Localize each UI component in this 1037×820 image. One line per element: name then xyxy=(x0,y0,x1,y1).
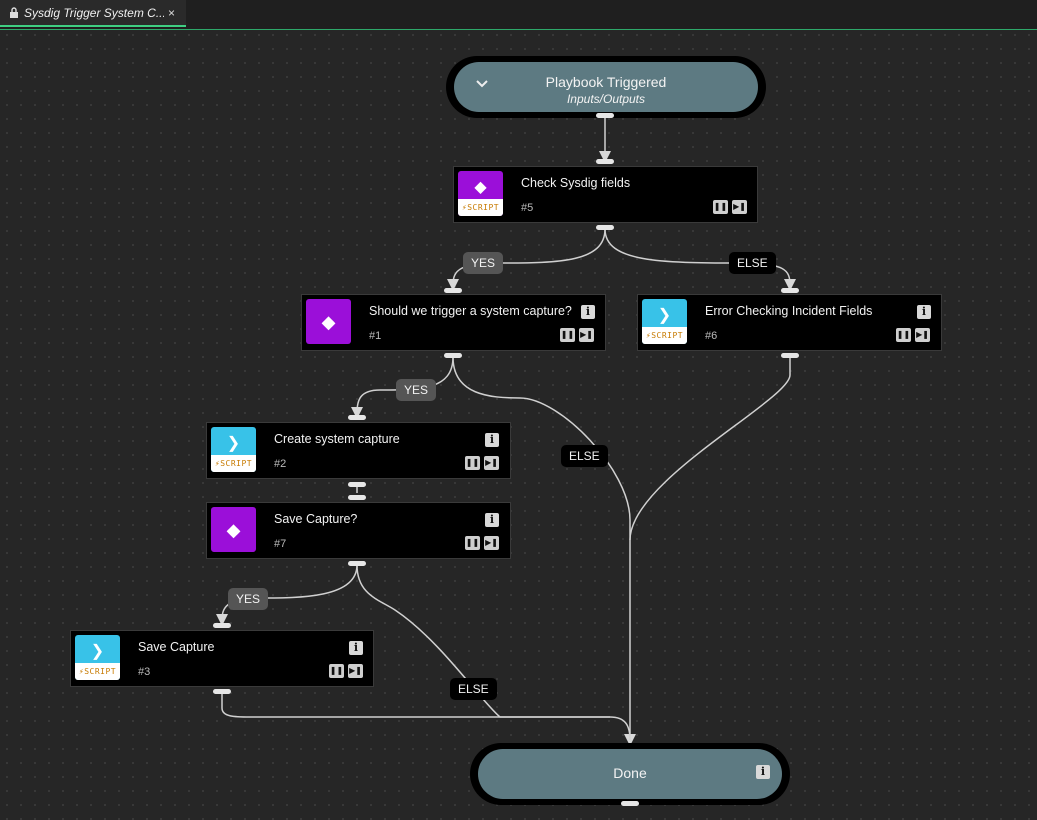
start-title: Playbook Triggered xyxy=(545,74,667,90)
edge-label-else[interactable]: ELSE xyxy=(450,678,497,700)
playbook-triggered-node[interactable]: Playbook Triggered Inputs/Outputs xyxy=(446,56,766,118)
port[interactable] xyxy=(781,353,799,358)
diamond-icon: ◆ xyxy=(474,179,487,196)
skip-icon[interactable]: ▶❚ xyxy=(915,328,930,342)
task-title: Save Capture? xyxy=(274,512,358,526)
tab-title: Sysdig Trigger System C... xyxy=(24,5,164,20)
port[interactable] xyxy=(444,288,462,293)
task-create-system-capture[interactable]: ❯ ⚡SCRIPT Create system capture #2 i ❚❚ … xyxy=(206,422,511,479)
task-number: #2 xyxy=(274,458,287,470)
edge-7-else xyxy=(356,564,631,741)
port[interactable] xyxy=(348,495,366,500)
task-number: #6 xyxy=(705,330,718,342)
task-title: Save Capture xyxy=(138,640,215,654)
script-icon: ⚡SCRIPT xyxy=(75,663,120,680)
pause-icon[interactable]: ❚❚ xyxy=(465,536,480,550)
condition-script-icon: ◆ ⚡SCRIPT xyxy=(458,171,503,216)
info-icon[interactable]: i xyxy=(917,305,931,319)
automation-script-icon: ❯ ⚡SCRIPT xyxy=(211,427,256,472)
tab-bar: Sysdig Trigger System C... × xyxy=(0,0,1037,30)
condition-icon: ◆ xyxy=(211,507,256,552)
skip-icon[interactable]: ▶❚ xyxy=(579,328,594,342)
port[interactable] xyxy=(348,561,366,566)
script-icon: ⚡SCRIPT xyxy=(211,455,256,472)
edge-6-to-done xyxy=(629,357,791,541)
diamond-icon: ◆ xyxy=(321,312,336,332)
close-icon[interactable]: × xyxy=(168,6,176,20)
skip-icon[interactable]: ▶❚ xyxy=(484,536,499,550)
skip-icon[interactable]: ▶❚ xyxy=(732,200,747,214)
task-save-capture-condition[interactable]: ◆ Save Capture? #7 i ❚❚ ▶❚ xyxy=(206,502,511,559)
pause-icon[interactable]: ❚❚ xyxy=(329,664,344,678)
port[interactable] xyxy=(596,225,614,230)
port[interactable] xyxy=(596,113,614,118)
diamond-icon: ◆ xyxy=(226,520,241,540)
chevron-right-icon: ❯ xyxy=(90,643,105,660)
condition-icon: ◆ xyxy=(306,299,351,344)
pause-icon[interactable]: ❚❚ xyxy=(465,456,480,470)
port[interactable] xyxy=(596,159,614,164)
pause-icon[interactable]: ❚❚ xyxy=(713,200,728,214)
edge-label-else[interactable]: ELSE xyxy=(561,445,608,467)
edge-label-else[interactable]: ELSE xyxy=(729,252,776,274)
edge-3-to-done xyxy=(221,692,610,718)
info-icon[interactable]: i xyxy=(349,641,363,655)
skip-icon[interactable]: ▶❚ xyxy=(484,456,499,470)
port[interactable] xyxy=(348,415,366,420)
done-node[interactable]: Done i xyxy=(470,743,790,805)
info-icon[interactable]: i xyxy=(485,433,499,447)
playbook-tab[interactable]: Sysdig Trigger System C... × xyxy=(0,0,186,27)
task-error-checking-fields[interactable]: ❯ ⚡SCRIPT Error Checking Incident Fields… xyxy=(637,294,942,351)
task-title: Check Sysdig fields xyxy=(521,176,631,190)
end-title: Done xyxy=(613,765,647,781)
automation-script-icon: ❯ ⚡SCRIPT xyxy=(75,635,120,680)
lock-icon xyxy=(8,7,20,19)
port[interactable] xyxy=(213,623,231,628)
info-icon[interactable]: i xyxy=(485,513,499,527)
port[interactable] xyxy=(348,482,366,487)
automation-script-icon: ❯ ⚡SCRIPT xyxy=(642,299,687,344)
edge-label-yes[interactable]: YES xyxy=(396,379,437,401)
port[interactable] xyxy=(444,353,462,358)
pause-icon[interactable]: ❚❚ xyxy=(896,328,911,342)
task-title: Create system capture xyxy=(274,432,400,446)
skip-icon[interactable]: ▶❚ xyxy=(348,664,363,678)
port[interactable] xyxy=(213,689,231,694)
task-number: #5 xyxy=(521,202,534,214)
edge-label-yes[interactable]: YES xyxy=(228,588,269,610)
task-check-sysdig-fields[interactable]: ◆ ⚡SCRIPT Check Sysdig fields #5 ❚❚ ▶❚ xyxy=(453,166,758,223)
task-should-trigger-capture[interactable]: ◆ Should we trigger a system capture? #1… xyxy=(301,294,606,351)
chevron-right-icon: ❯ xyxy=(226,435,241,452)
port[interactable] xyxy=(621,801,639,806)
task-title: Error Checking Incident Fields xyxy=(705,304,873,318)
port[interactable] xyxy=(781,288,799,293)
pause-icon[interactable]: ❚❚ xyxy=(560,328,575,342)
info-icon[interactable]: i xyxy=(756,765,770,779)
chevron-right-icon: ❯ xyxy=(657,307,672,324)
task-save-capture[interactable]: ❯ ⚡SCRIPT Save Capture #3 i ❚❚ ▶❚ xyxy=(70,630,374,687)
info-icon[interactable]: i xyxy=(581,305,595,319)
task-number: #3 xyxy=(138,666,151,678)
task-title: Should we trigger a system capture? xyxy=(369,304,572,318)
chevron-down-icon[interactable] xyxy=(476,76,488,91)
task-number: #7 xyxy=(274,538,287,550)
script-icon: ⚡SCRIPT xyxy=(642,327,687,344)
edge-label-yes[interactable]: YES xyxy=(463,252,504,274)
script-icon: ⚡SCRIPT xyxy=(458,199,503,216)
task-number: #1 xyxy=(369,330,382,342)
inputs-outputs-link[interactable]: Inputs/Outputs xyxy=(566,92,646,106)
